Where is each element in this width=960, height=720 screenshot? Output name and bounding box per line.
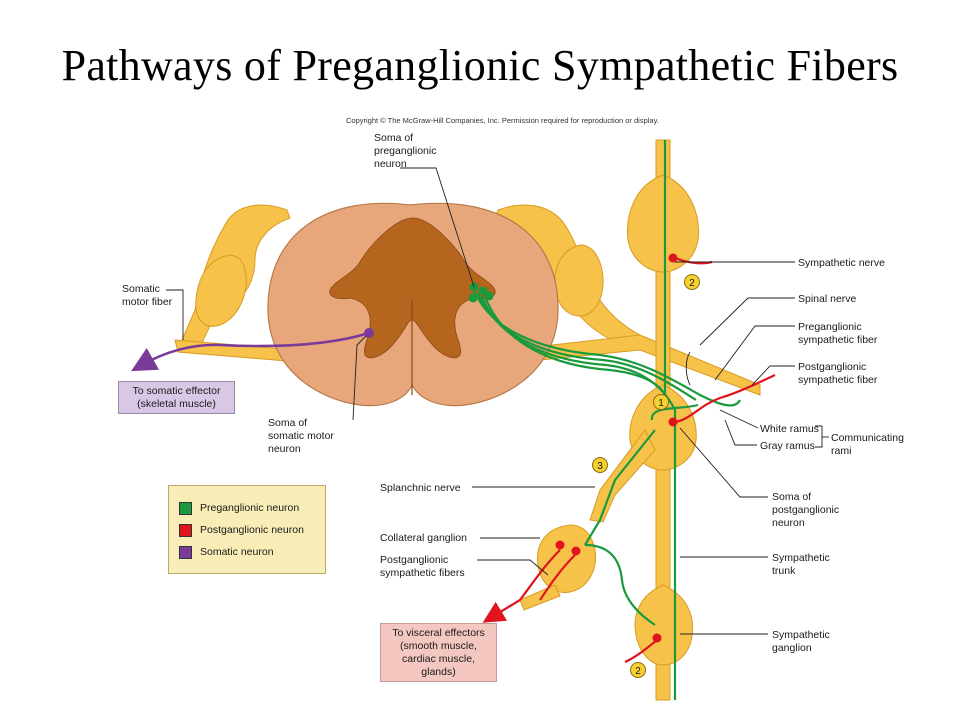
label-somatic-motor-fiber-2: motor fiber [122,296,173,308]
visceral-effector-line-3: cardiac muscle, [402,652,475,665]
legend-label-preganglionic: Preganglionic neuron [200,502,300,514]
somatic-effector-box: To somatic effector (skeletal muscle) [118,381,235,414]
visceral-effector-line-1: To visceral effectors [392,626,485,639]
copyright-notice: Copyright © The McGraw-Hill Companies, I… [346,116,659,125]
label-communicating-rami-1: Communicating [831,432,904,444]
preganglionic-fibers [472,140,741,700]
legend-item-postganglionic: Postganglionic neuron [179,522,304,538]
svg-text:3: 3 [597,461,603,472]
legend: Preganglionic neuron Postganglionic neur… [168,485,326,574]
preganglionic-somas [468,282,494,303]
diagram-labels: Soma of preganglionic neuron Somatic mot… [122,132,904,654]
svg-text:2: 2 [689,278,695,289]
pathway-number-1: 1 [653,394,669,410]
label-somatic-motor-fiber-1: Somatic [122,283,160,295]
somatic-effector-line-1: To somatic effector [132,384,221,397]
somatic-motor-soma [364,328,374,338]
legend-label-postganglionic: Postganglionic neuron [200,524,304,536]
legend-item-preganglionic: Preganglionic neuron [179,500,299,516]
label-preganglionic-fiber-2: sympathetic fiber [798,334,878,346]
label-soma-somatic-motor-3: neuron [268,443,301,455]
label-splanchnic-nerve: Splanchnic nerve [380,482,461,494]
label-soma-postganglionic-3: neuron [772,517,805,529]
label-postganglionic-fibers-2: sympathetic fibers [380,567,465,579]
postganglionic-somas [555,253,678,643]
svg-text:1: 1 [658,398,664,409]
leader-lines [166,167,829,635]
legend-swatch-somatic [179,545,192,559]
label-collateral-ganglion: Collateral ganglion [380,532,467,544]
pathway-number-2-upper: 2 [684,274,700,290]
spinal-cord [267,202,559,407]
label-sympathetic-ganglion-2: ganglion [772,642,812,654]
label-gray-ramus: Gray ramus [760,440,815,452]
visceral-effector-box: To visceral effectors (smooth muscle, ca… [380,623,497,682]
legend-swatch-postganglionic [179,523,192,537]
visceral-effector-line-2: (smooth muscle, [399,639,478,652]
postganglionic-fibers [482,256,776,663]
label-postganglionic-fibers-1: Postganglionic [380,554,448,566]
somatic-motor-pathway [131,328,374,372]
label-sympathetic-trunk-1: Sympathetic [772,552,830,564]
label-soma-somatic-motor-1: Soma of [268,417,307,429]
label-soma-preganglionic-1: Soma of [374,132,413,144]
label-soma-postganglionic-2: postganglionic [772,504,839,516]
label-soma-preganglionic-2: preganglionic [374,145,436,157]
label-postganglionic-fiber-1: Postganglionic [798,361,866,373]
label-postganglionic-fiber-2: sympathetic fiber [798,374,878,386]
label-sympathetic-ganglion-1: Sympathetic [772,629,830,641]
label-soma-preganglionic-3: neuron [374,158,407,170]
legend-item-somatic: Somatic neuron [179,544,274,560]
label-soma-postganglionic-1: Soma of [772,491,811,503]
label-sympathetic-nerve: Sympathetic nerve [798,257,885,269]
svg-text:2: 2 [635,666,641,677]
label-sympathetic-trunk-2: trunk [772,565,796,577]
visceral-effector-line-4: glands) [421,665,456,678]
legend-label-somatic: Somatic neuron [200,546,274,558]
label-preganglionic-fiber-1: Preganglionic [798,321,862,333]
sympathetic-trunk-chain [519,139,699,701]
slide-title: Pathways of Preganglionic Sympathetic Fi… [61,41,899,90]
somatic-effector-line-2: (skeletal muscle) [137,397,216,410]
label-soma-somatic-motor-2: somatic motor [268,430,334,442]
legend-swatch-preganglionic [179,501,192,515]
label-spinal-nerve: Spinal nerve [798,293,857,305]
pathway-number-3: 3 [592,457,608,473]
pathway-number-2-lower: 2 [630,662,646,678]
label-communicating-rami-2: rami [831,445,851,457]
label-white-ramus: White ramus [760,423,819,435]
